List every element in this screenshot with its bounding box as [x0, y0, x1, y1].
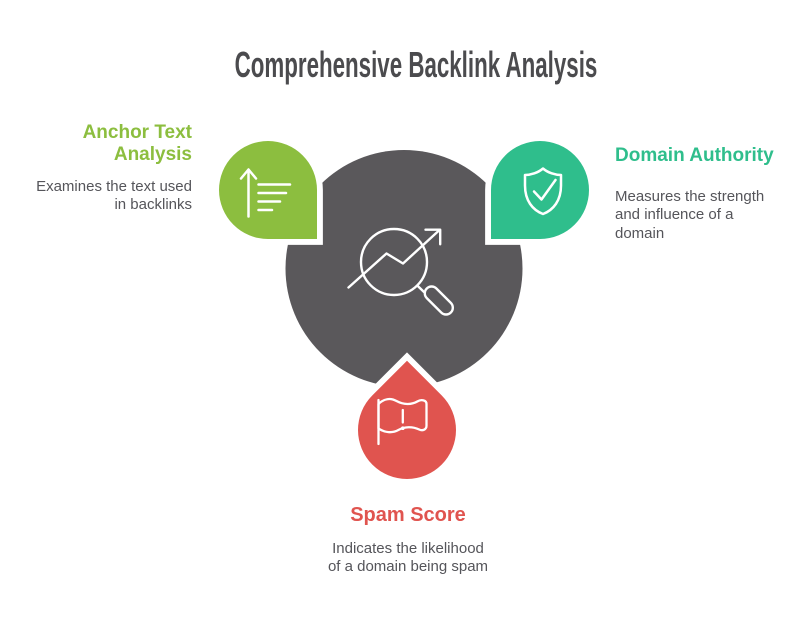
node-spam-score-description: Indicates the likelihood of a domain bei…	[327, 540, 489, 576]
node-anchor-text-description: Examines the text used in backlinks	[36, 178, 192, 214]
shield-check-icon	[523, 167, 563, 216]
flag-alert-icon	[377, 397, 428, 446]
center-circle	[285, 150, 523, 387]
node-spam-score: Spam Score Indicates the likelihood of a…	[278, 504, 538, 577]
node-spam-score-label: Spam Score	[350, 504, 466, 526]
sort-ascending-icon	[239, 168, 292, 218]
node-domain-authority-description: Measures the strength and influence of a…	[615, 188, 765, 242]
node-domain-authority-label: Domain Authority	[615, 145, 774, 166]
node-anchor-text-analysis: Anchor Text Analysis Examines the text u…	[24, 122, 192, 215]
magnifier-trend-icon	[347, 227, 455, 316]
node-domain-authority: Domain Authority Measures the strength a…	[615, 145, 795, 243]
node-anchor-text-label: Anchor Text Analysis	[82, 122, 192, 166]
page-title: Comprehensive Backlink Analysis	[234, 44, 598, 85]
